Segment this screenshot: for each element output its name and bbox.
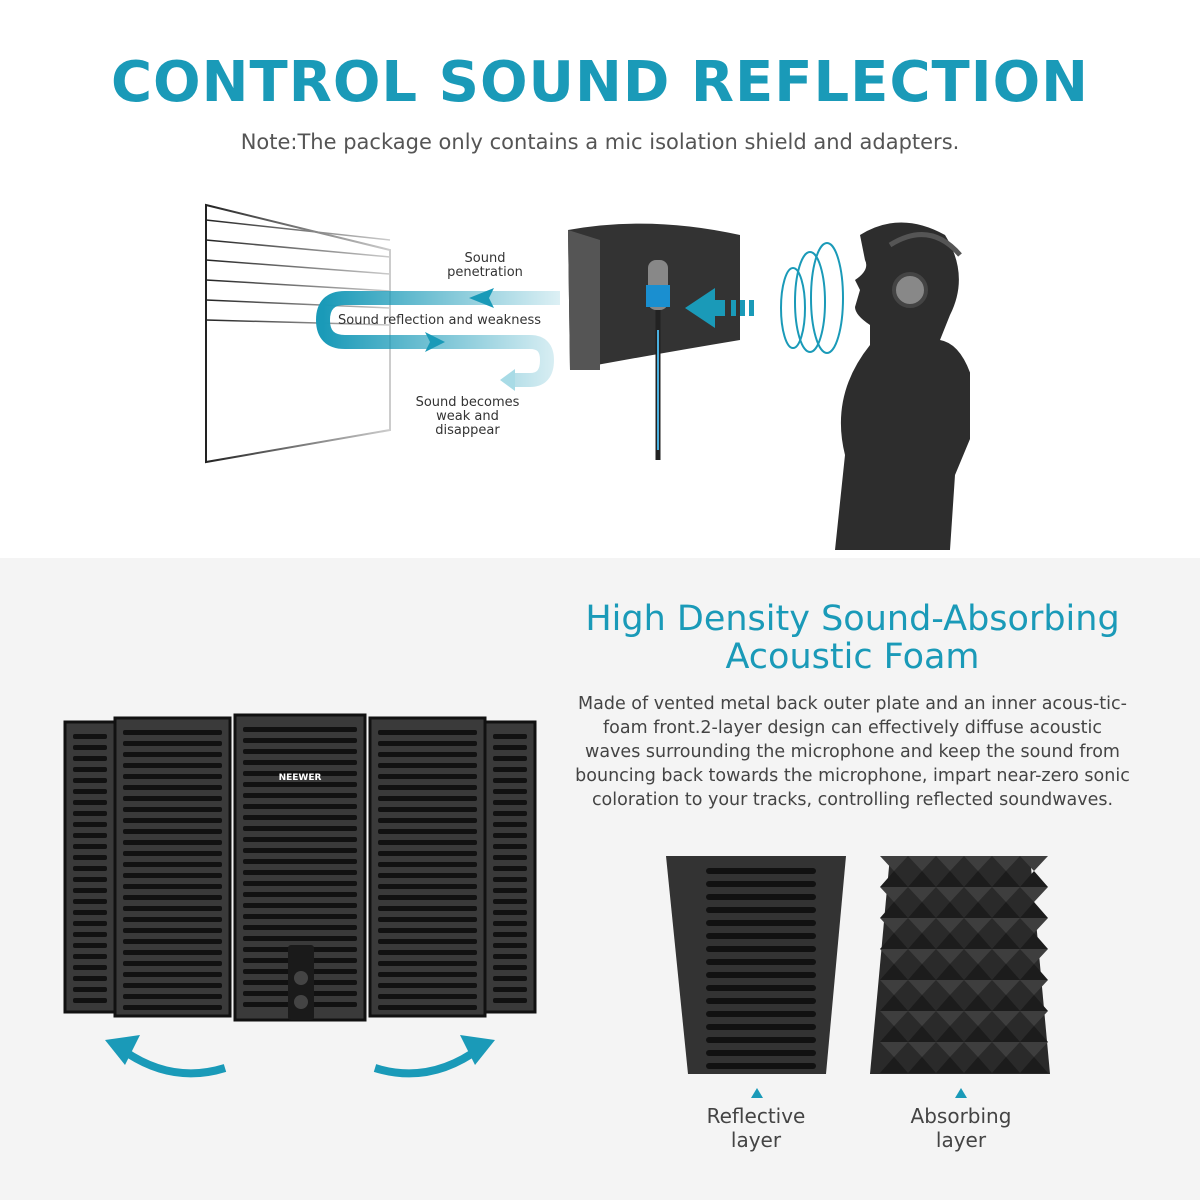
fold-right-arrow-icon bbox=[373, 1035, 495, 1078]
reflective-layer-image bbox=[666, 856, 846, 1074]
mic-shield-illustration bbox=[568, 223, 740, 460]
sound-arrows bbox=[315, 288, 560, 391]
absorbing-layer-image bbox=[870, 856, 1050, 1074]
reflective-layer-label: Reflective layer bbox=[706, 1104, 806, 1152]
feature-heading: High Density Sound-Absorbing Acoustic Fo… bbox=[585, 599, 1120, 677]
label-sound-disappear: Sound becomes weak and disappear bbox=[415, 395, 520, 438]
sound-wave-icon bbox=[780, 242, 844, 354]
absorbing-layer-label: Absorbing layer bbox=[910, 1104, 1012, 1152]
absorbing-pointer-icon bbox=[955, 1088, 967, 1098]
brick-wall-illustration bbox=[205, 203, 391, 464]
voice-arrow-icon bbox=[685, 288, 754, 328]
person-silhouette bbox=[835, 222, 970, 550]
reflective-pointer-icon bbox=[751, 1088, 763, 1098]
label-sound-penetration: Sound penetration bbox=[447, 251, 523, 280]
fold-left-arrow-icon bbox=[105, 1035, 227, 1078]
label-sound-reflection: Sound reflection and weakness bbox=[338, 313, 541, 328]
page-title: CONTROL SOUND REFLECTION bbox=[110, 50, 1090, 115]
isolation-shield-product: NEEWER bbox=[63, 713, 537, 1022]
feature-description: Made of vented metal back outer plate an… bbox=[575, 694, 1130, 810]
package-note: Note:The package only contains a mic iso… bbox=[240, 130, 960, 154]
brand-logo: NEEWER bbox=[279, 773, 322, 783]
